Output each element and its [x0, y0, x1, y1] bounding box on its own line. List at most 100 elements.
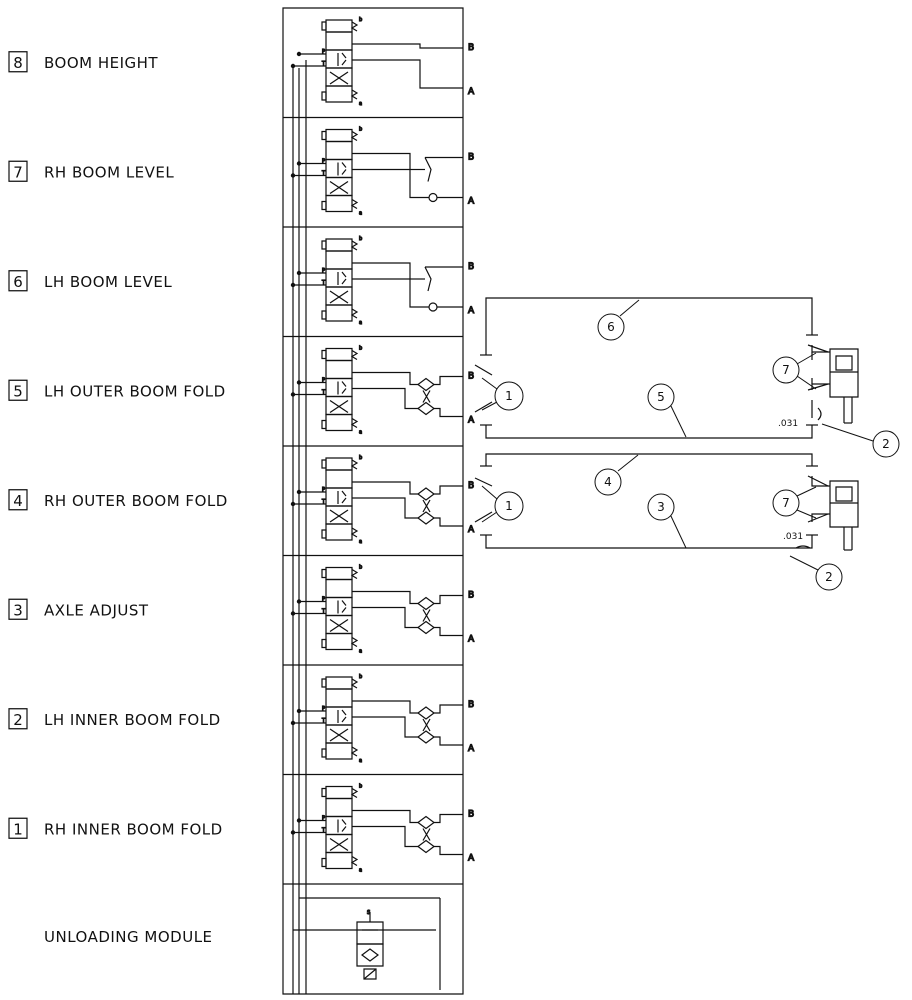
section-number-box: [9, 52, 27, 72]
port-p: P: [322, 159, 325, 165]
valve-mark-a: a: [359, 649, 362, 655]
port-p: P: [322, 816, 325, 822]
port-p: P: [322, 487, 325, 493]
section-number-box: [9, 380, 27, 400]
valve-mark-b: b: [359, 236, 362, 242]
section-label-text: LH INNER BOOM FOLD: [44, 711, 221, 729]
valve-mark-a: a: [359, 868, 362, 874]
unloading-valve: [357, 922, 383, 944]
callout-cyl-fitting-7: 7: [782, 363, 790, 377]
callout-fitting-1: 1: [505, 389, 513, 403]
valve-mark-a: a: [359, 758, 362, 764]
section-label-2: 2 LH INNER BOOM FOLD: [9, 709, 221, 729]
section-number: 5: [13, 382, 23, 400]
section-label-4: 4 RH OUTER BOOM FOLD: [9, 490, 228, 510]
port-t: T: [321, 61, 326, 67]
orifice-size-upper: .031: [778, 419, 798, 429]
valve-mark-b: b: [359, 784, 362, 790]
callout-orifice-2: 2: [882, 437, 890, 451]
valve-mark-a: a: [359, 101, 362, 107]
bank-frame: [283, 8, 463, 994]
directional-valve: [322, 20, 357, 102]
valve-mark-b: b: [359, 17, 362, 23]
port-t: T: [321, 280, 326, 286]
port-p: P: [322, 706, 325, 712]
callout-tube-5: 5: [657, 390, 665, 404]
port-p: P: [322, 597, 325, 603]
work-port-b: B: [468, 481, 474, 491]
callout-fitting-1b: 1: [505, 499, 513, 513]
work-port-b: B: [468, 591, 474, 601]
directional-valve: [322, 568, 357, 650]
section-label-8: 8 BOOM HEIGHT: [9, 52, 158, 72]
rh-outer-fold-circuit: [475, 454, 858, 550]
directional-valve: [322, 130, 357, 212]
section-number: 2: [13, 711, 23, 729]
work-port-a: A: [468, 635, 475, 645]
port-t: T: [321, 718, 326, 724]
lh-outer-fold-callouts: [482, 300, 899, 457]
port-t: T: [321, 609, 326, 615]
work-port-a: A: [468, 525, 475, 535]
callout-tube-4: 4: [604, 475, 612, 489]
rh-outer-fold-callouts: [482, 455, 842, 590]
section-label-5: 5 LH OUTER BOOM FOLD: [9, 380, 226, 400]
port-t: T: [321, 499, 326, 505]
port-p: P: [322, 49, 325, 55]
section-number: 8: [13, 54, 23, 72]
directional-valve: [322, 458, 357, 540]
valve-mark-a: a: [359, 211, 362, 217]
port-t: T: [321, 390, 326, 396]
valve-mark-a: a: [359, 539, 362, 545]
section-label-text: LH BOOM LEVEL: [44, 273, 172, 291]
work-port-a: A: [468, 87, 475, 97]
work-port-a: A: [468, 306, 475, 316]
port-p: P: [322, 268, 325, 274]
work-port-b: B: [468, 43, 474, 53]
port-t: T: [321, 171, 326, 177]
port-t: T: [321, 828, 326, 834]
callout-orifice-2b: 2: [825, 570, 833, 584]
section-label-text: RH BOOM LEVEL: [44, 163, 174, 181]
callout-tube-3: 3: [657, 500, 665, 514]
section-number: 3: [13, 601, 23, 619]
unloading-mark: S: [367, 910, 370, 916]
work-port-a: A: [468, 744, 475, 754]
directional-valve: [322, 349, 357, 431]
valve-mark-b: b: [359, 127, 362, 133]
directional-valve: [322, 787, 357, 869]
section-label-text: RH OUTER BOOM FOLD: [44, 492, 228, 510]
section-label-text: LH OUTER BOOM FOLD: [44, 382, 226, 400]
valve-mark-b: b: [359, 455, 362, 461]
section-label-text: BOOM HEIGHT: [44, 54, 158, 72]
directional-valve: [322, 239, 357, 321]
section-label-6: 6 LH BOOM LEVEL: [9, 271, 172, 291]
callout-tube-6: 6: [607, 320, 615, 334]
orifice-size-lower: .031: [783, 532, 803, 542]
valve-mark-a: a: [359, 430, 362, 436]
work-port-b: B: [468, 372, 474, 382]
work-port-a: A: [468, 416, 475, 426]
section-label-text: RH INNER BOOM FOLD: [44, 820, 223, 838]
section-number-box: [9, 490, 27, 510]
valve-mark-b: b: [359, 565, 362, 571]
work-port-a: A: [468, 197, 475, 207]
section-number: 6: [13, 273, 23, 291]
directional-valve: [322, 677, 357, 759]
unloading-module-label: UNLOADING MODULE: [44, 928, 213, 946]
valve-mark-a: a: [359, 320, 362, 326]
section-number: 1: [13, 820, 23, 838]
valve-mark-b: b: [359, 674, 362, 680]
section-number-box: [9, 709, 27, 729]
work-port-b: B: [468, 700, 474, 710]
unloading-module: S: [283, 884, 463, 990]
work-port-b: B: [468, 262, 474, 272]
section-number-box: [9, 599, 27, 619]
section-number-box: [9, 271, 27, 291]
callout-cyl-fitting-7b: 7: [782, 496, 790, 510]
section-number: 4: [13, 492, 23, 510]
